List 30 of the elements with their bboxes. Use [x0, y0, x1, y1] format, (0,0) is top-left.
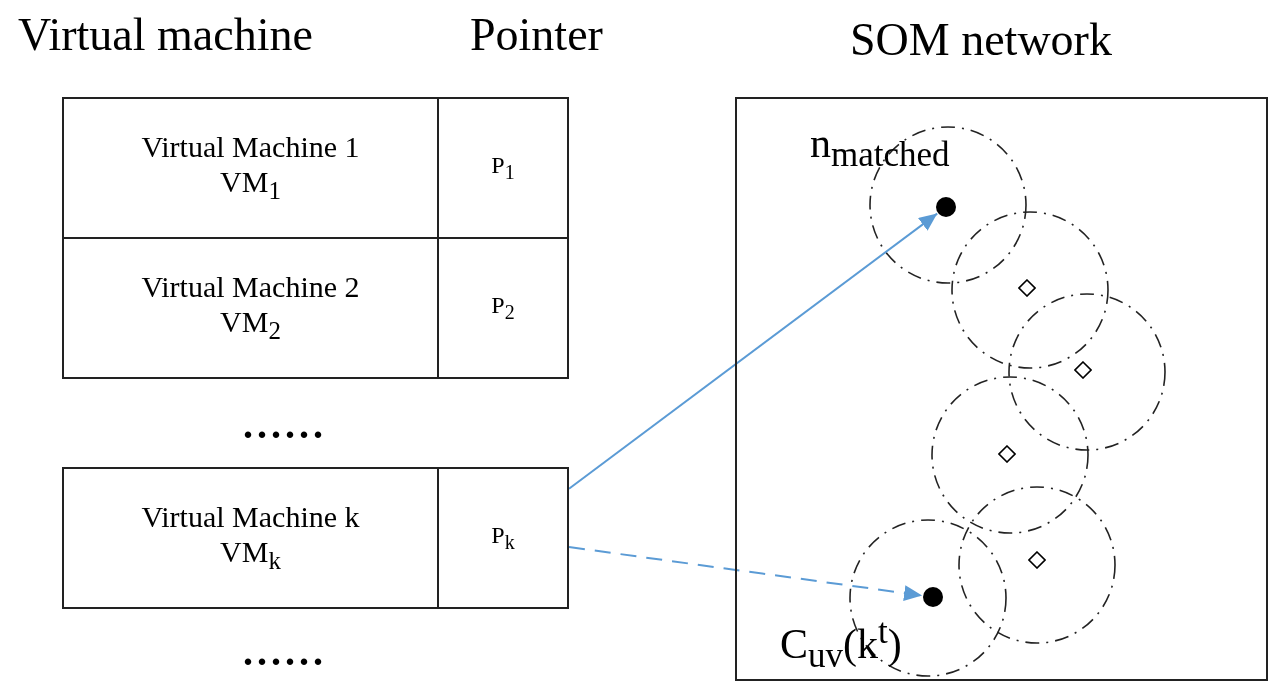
math-label: C$_{uv}$(k$^{t}$) [780, 614, 902, 674]
column-heading: Virtual machine [18, 12, 313, 58]
cell-subtext: VM$_{2}$ [220, 304, 281, 346]
ellipsis-mark: ...... [243, 405, 327, 445]
neuron-diamond [1074, 361, 1092, 379]
neuron-diamond [998, 445, 1016, 463]
pointer-cell [437, 237, 569, 379]
panel-heading: SOM network [850, 17, 1112, 63]
cell-text: P$_{k}$ [491, 522, 515, 554]
neuron-dot [922, 586, 944, 608]
cell-subtext: VM$_{1}$ [220, 164, 281, 206]
math-label: n$_{matched}$ [810, 122, 950, 173]
neuron-dot [935, 196, 957, 218]
table-cell [62, 97, 439, 239]
table-cell [62, 237, 439, 379]
cell-text: Virtual Machine k [141, 500, 360, 535]
cell-text: Virtual Machine 1 [141, 130, 360, 165]
neuron-diamond [1028, 551, 1046, 569]
column-heading: Pointer [470, 12, 603, 58]
cell-text: P$_{1}$ [491, 152, 515, 184]
neuron-diamond [1018, 279, 1036, 297]
cell-text: P$_{2}$ [491, 292, 515, 324]
cell-text: Virtual Machine 2 [141, 270, 360, 305]
ellipsis-mark: ...... [243, 632, 327, 672]
pointer-cell [437, 97, 569, 239]
cell-subtext: VM$_{k}$ [220, 534, 281, 576]
arrow [568, 546, 924, 601]
arrow [568, 212, 939, 490]
pointer-cell [437, 467, 569, 609]
table-cell [62, 467, 439, 609]
